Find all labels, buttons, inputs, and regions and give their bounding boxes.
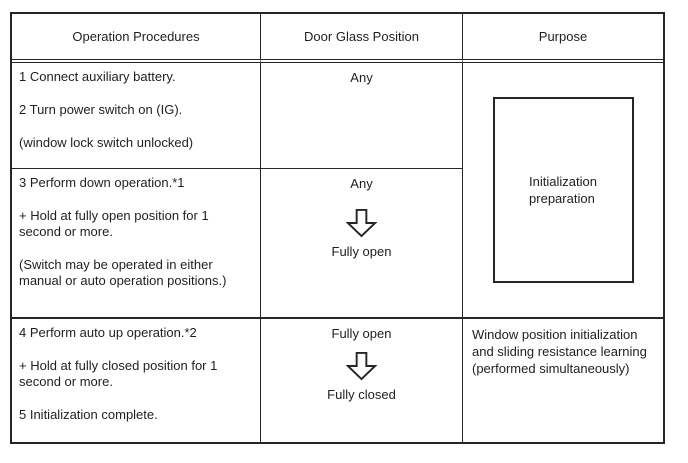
cell-procedures-row1: 1 Connect auxiliary battery. 2 Turn powe… [12, 63, 260, 168]
cell-door-glass-position-row3: Fully open Fully closed [260, 317, 462, 442]
column-header-purpose: Purpose [462, 14, 663, 63]
cell-door-glass-position-row1: Any [260, 63, 462, 168]
cell-purpose-row3: Window position initialization and slidi… [462, 317, 663, 442]
cell-door-glass-position-row2: Any Fully open [260, 168, 462, 317]
down-arrow-icon [346, 208, 377, 238]
position-start-label: Any [350, 70, 373, 85]
procedure-step: + Hold at fully open position for 1 seco… [19, 208, 209, 239]
position-end-label: Fully open [331, 244, 392, 259]
cell-procedures-row3: 4 Perform auto up operation.*2 + Hold at… [12, 317, 260, 442]
header-label: Operation Procedures [72, 28, 200, 44]
procedures-table: Operation Procedures Door Glass Position… [10, 12, 665, 444]
initialization-preparation-box: Initialization preparation [492, 97, 634, 283]
header-label: Door Glass Position [304, 28, 419, 44]
position-start-label: Any [350, 176, 373, 191]
position-start-label: Fully open [331, 326, 392, 341]
down-arrow-icon [346, 351, 377, 381]
initialization-preparation-label: Initialization preparation [529, 174, 597, 206]
cell-purpose-initialization-preparation: Initialization preparation [462, 63, 663, 317]
column-header-door-glass-position: Door Glass Position [260, 14, 462, 63]
procedure-step: 4 Perform auto up operation.*2 [19, 325, 197, 340]
cell-procedures-row2: 3 Perform down operation.*1 + Hold at fu… [12, 168, 260, 317]
procedure-step: (window lock switch unlocked) [19, 135, 194, 150]
procedure-step: 5 Initialization complete. [19, 407, 158, 422]
column-header-operation-procedures: Operation Procedures [12, 14, 260, 63]
header-label: Purpose [538, 28, 588, 44]
procedure-step: 2 Turn power switch on (IG). [19, 102, 183, 117]
position-end-label: Fully closed [327, 387, 396, 402]
procedure-step: + Hold at fully closed position for 1 se… [19, 358, 218, 389]
procedure-step: 3 Perform down operation.*1 [19, 175, 185, 190]
procedure-step: 1 Connect auxiliary battery. [19, 69, 176, 84]
procedure-step: (Switch may be operated in either manual… [19, 257, 227, 288]
